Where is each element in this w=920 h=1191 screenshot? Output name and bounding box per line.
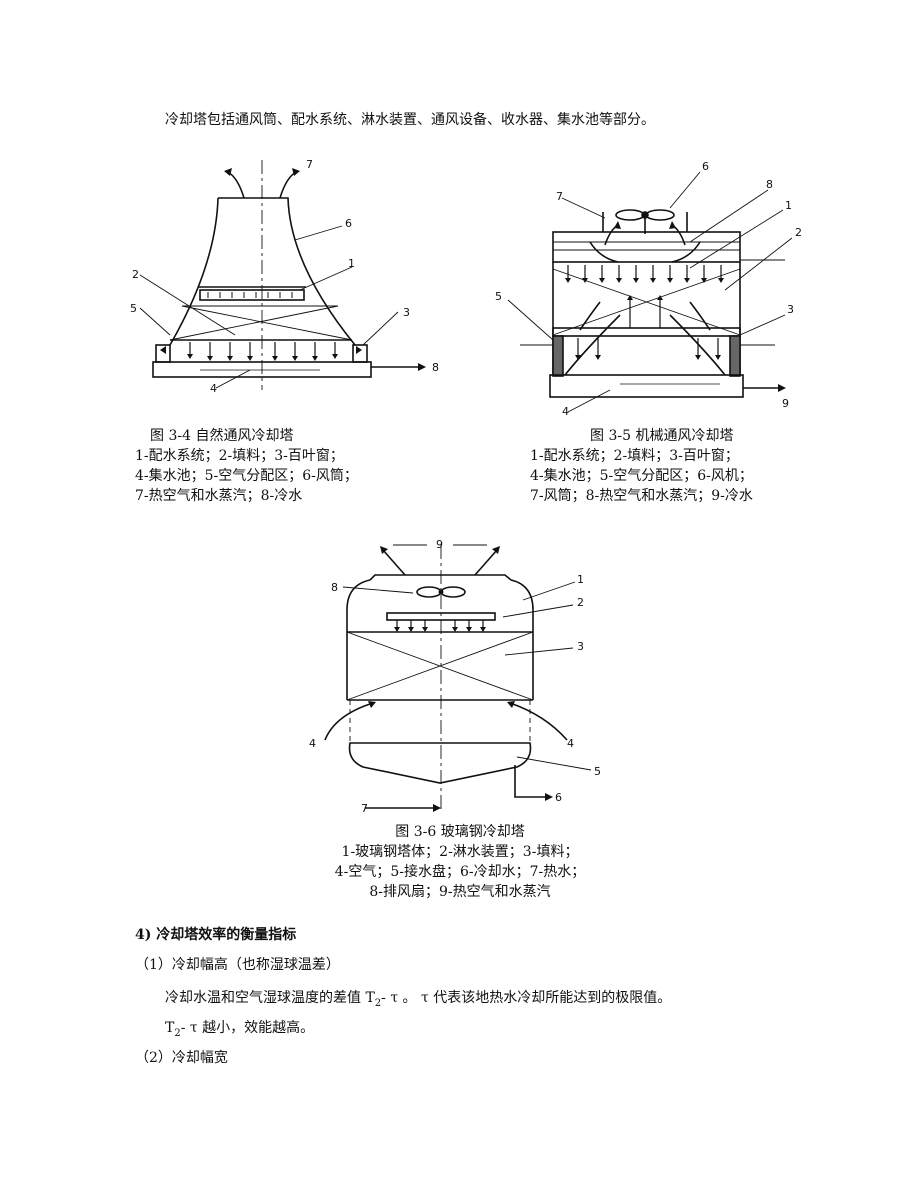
fig34-caption: 图 3-4 自然通风冷却塔 [150,428,294,444]
fig36-label-6: 6 [555,791,562,804]
paragraph-2: T2- τ 越小，效能越高。 [165,1018,314,1044]
paragraph-2-pre: T [165,1020,175,1036]
fig36-legend-3: 8-排风扇；9-热空气和水蒸汽 [369,884,551,900]
fig34-label-7: 7 [306,158,313,171]
fig34-label-6: 6 [345,217,352,230]
fig36-legend-2: 4-空气；5-接水盘；6-冷却水；7-热水； [334,864,586,880]
fig34-label-3: 3 [403,306,410,319]
fig35-legend-1: 1-配水系统；2-填料；3-百叶窗； [530,448,739,464]
paragraph-2-post: - τ 越小，效能越高。 [180,1020,315,1036]
fig35-caption: 图 3-5 机械通风冷却塔 [590,428,734,444]
fig35-label-6: 6 [702,160,709,173]
fig34-label-5: 5 [130,302,137,315]
fig36-caption: 图 3-6 玻璃钢冷却塔 [395,824,525,840]
figure-3-5: 6 7 8 1 2 3 5 4 9 [495,160,802,418]
fig35-label-7: 7 [556,190,563,203]
fig35-label-2: 2 [795,226,802,239]
fig36-label-3: 3 [577,640,584,653]
fig35-label-9: 9 [782,397,789,410]
fig34-legend-2: 4-集水池；5-空气分配区；6-风筒； [135,468,358,484]
item-2-heading: （2）冷却幅宽 [135,1050,228,1066]
fig35-label-1: 1 [785,199,792,212]
fig36-label-5: 5 [594,765,601,778]
fig34-legend-1: 1-配水系统；2-填料；3-百叶窗； [135,448,344,464]
fig35-label-4: 4 [562,405,569,418]
intro-text: 冷却塔包括通风筒、配水系统、淋水装置、通风设备、收水器、集水池等部分。 [165,112,655,128]
fig36-label-4-right: 4 [567,737,574,750]
figure-3-4: 2 5 3 1 4 6 7 8 [130,158,439,395]
section-heading: 4) 冷却塔效率的衡量指标 [135,927,297,943]
fig36-label-4-left: 4 [309,737,316,750]
fig34-label-1: 1 [348,257,355,270]
figure-3-6: 9 1 2 3 8 4 4 5 7 6 [309,538,601,815]
fig34-legend-3: 7-热空气和水蒸汽；8-冷水 [135,488,303,504]
fig35-legend-2: 4-集水池；5-空气分配区；6-风机； [530,468,753,484]
fig34-label-8: 8 [432,361,439,374]
paragraph-1-sub: 2 [374,997,382,1009]
fig35-label-8: 8 [766,178,773,191]
fig34-label-4: 4 [210,382,217,395]
fig34-label-2: 2 [132,268,139,281]
fig35-label-5: 5 [495,290,502,303]
paragraph-1-post: - τ 。 τ 代表该地热水冷却所能达到的极限值。 [381,990,672,1006]
item-1-heading: （1）冷却幅高（也称湿球温差） [135,957,340,973]
fig36-label-7: 7 [361,802,368,815]
fig35-legend-3: 7-风筒；8-热空气和水蒸汽；9-冷水 [530,488,753,504]
fig35-label-3: 3 [787,303,794,316]
fig36-label-2: 2 [577,596,584,609]
paragraph-1: 冷却水温和空气湿球温度的差值 T2- τ 。 τ 代表该地热水冷却所能达到的极限… [165,988,671,1014]
fig36-legend-1: 1-玻璃钢塔体；2-淋水装置；3-填料； [341,844,579,860]
fig36-label-8: 8 [331,581,338,594]
paragraph-2-sub: 2 [174,1027,181,1039]
fig36-label-9: 9 [436,538,443,551]
paragraph-1-pre: 冷却水温和空气湿球温度的差值 T [165,990,375,1006]
fig36-label-1: 1 [577,573,584,586]
